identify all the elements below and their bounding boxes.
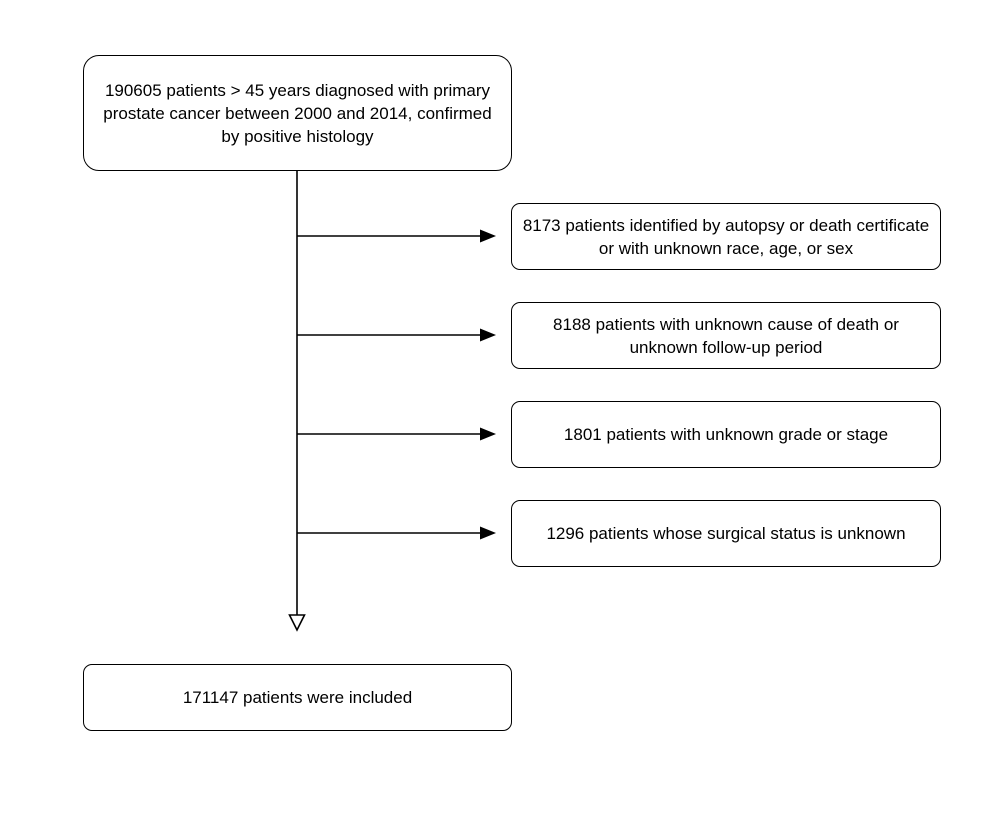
exclusion-box-1: 8173 patients identified by autopsy or d… <box>511 203 941 270</box>
branch-arrow-2 <box>297 328 496 342</box>
exclusion-text-3: 1801 patients with unknown grade or stag… <box>563 425 889 444</box>
exclusion-text-4: 1296 patients whose surgical status is u… <box>546 524 906 543</box>
initial-cohort-box: 190605 patients > 45 years diagnosed wit… <box>83 55 512 171</box>
initial-cohort-text: 190605 patients > 45 years diagnosed wit… <box>103 80 492 146</box>
branch-arrow-3 <box>297 427 496 441</box>
main-flow-arrowhead <box>288 614 306 632</box>
final-cohort-text: 171147 patients were included <box>182 688 413 707</box>
branch-arrow-4 <box>297 526 496 540</box>
exclusion-box-3: 1801 patients with unknown grade or stag… <box>511 401 941 468</box>
exclusion-text-2: 8188 patients with unknown cause of deat… <box>553 314 899 357</box>
exclusion-box-4: 1296 patients whose surgical status is u… <box>511 500 941 567</box>
exclusion-box-2: 8188 patients with unknown cause of deat… <box>511 302 941 369</box>
final-cohort-box: 171147 patients were included <box>83 664 512 731</box>
branch-arrow-1 <box>297 229 496 243</box>
exclusion-text-1: 8173 patients identified by autopsy or d… <box>522 215 930 258</box>
